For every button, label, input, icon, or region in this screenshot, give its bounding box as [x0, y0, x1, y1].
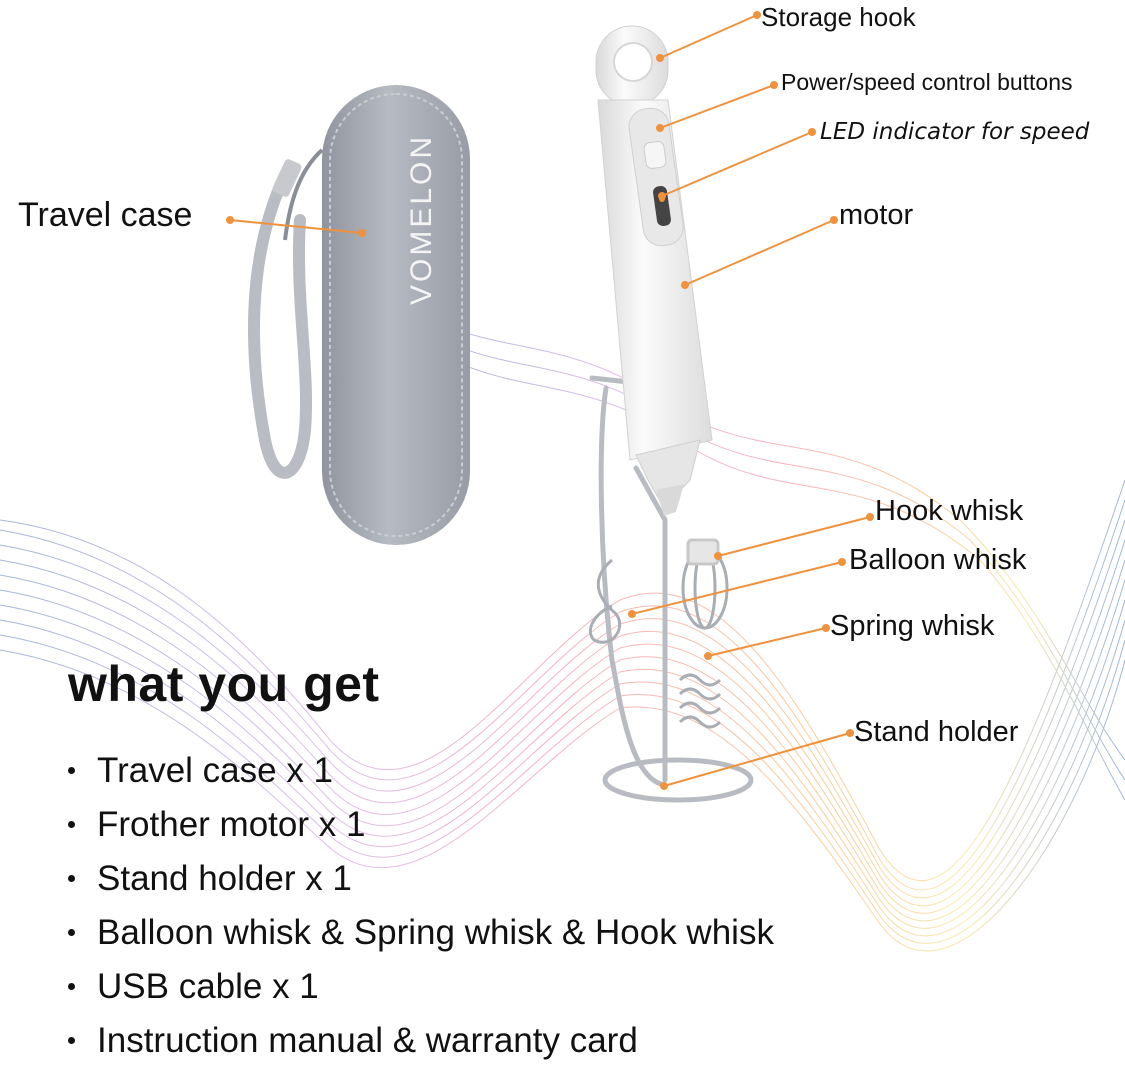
list-item: Frother motor x 1: [62, 798, 774, 852]
wave-decoration: [0, 299, 1125, 952]
callout-dots: [226, 11, 874, 790]
callout-travel-case: Travel case: [18, 196, 193, 234]
bullet-icon: [68, 821, 75, 829]
callout-spring-whisk: Spring whisk: [830, 610, 995, 642]
frother-illustration: [595, 25, 713, 516]
list-item: Instruction manual & warranty card: [62, 1014, 774, 1068]
list-item: Travel case x 1: [62, 744, 774, 798]
bullet-icon: [68, 767, 75, 775]
callout-led-indicator: LED indicator for speed: [820, 119, 1090, 145]
brand-logo: VOMELON: [405, 133, 438, 305]
bullet-icon: [68, 983, 75, 991]
list-item: USB cable x 1: [62, 960, 774, 1014]
section-heading: what you get: [68, 656, 380, 712]
callout-storage-hook: Storage hook: [761, 2, 916, 32]
list-item: Stand holder x 1: [62, 852, 774, 906]
contents-list: Travel case x 1 Frother motor x 1 Stand …: [62, 744, 774, 1068]
list-item: Balloon whisk & Spring whisk & Hook whis…: [62, 906, 774, 960]
bullet-icon: [68, 929, 75, 937]
bullet-icon: [68, 875, 75, 883]
callout-motor: motor: [839, 199, 914, 231]
callout-leaders: [229, 14, 871, 787]
callout-power-buttons: Power/speed control buttons: [781, 69, 1073, 95]
callout-stand-holder: Stand holder: [854, 716, 1019, 748]
bullet-icon: [68, 1037, 75, 1045]
callout-hook-whisk: Hook whisk: [875, 495, 1024, 527]
callout-balloon-whisk: Balloon whisk: [849, 544, 1027, 576]
travel-case-illustration: [248, 85, 470, 545]
